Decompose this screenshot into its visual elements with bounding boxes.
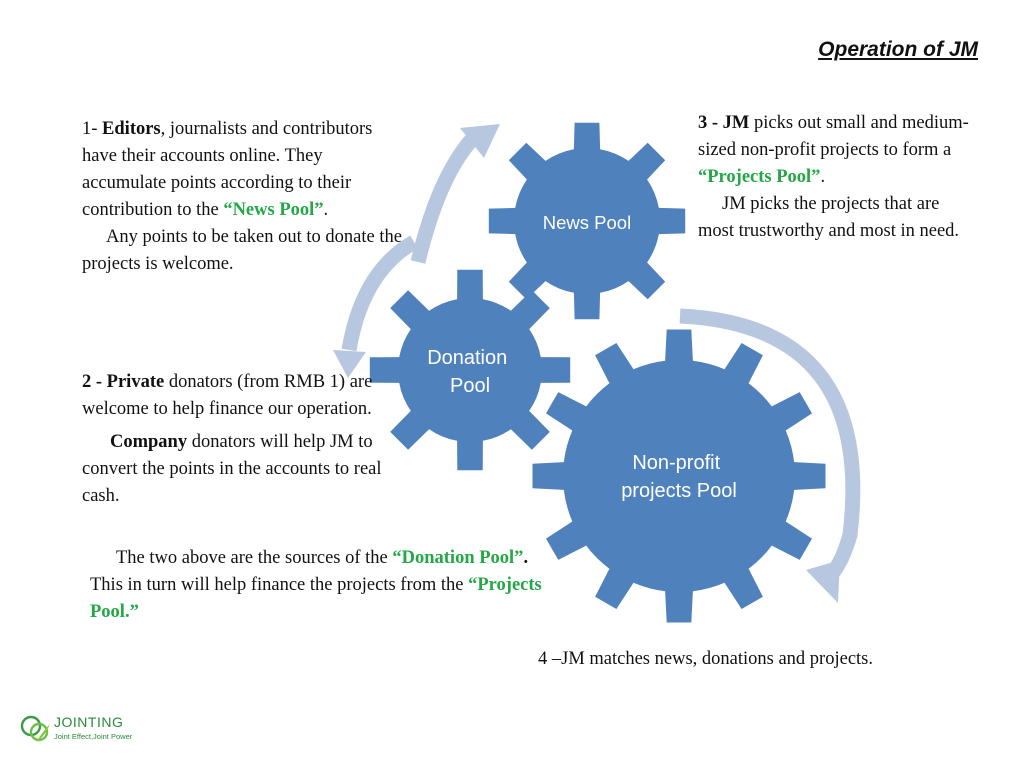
gear-news-shape — [488, 122, 686, 320]
gear-donation-label: Donation Pool — [427, 347, 513, 397]
arrow-news-to-projects-head — [806, 560, 840, 603]
gear-projects-shape — [532, 329, 826, 623]
leaf-logo-icon — [20, 715, 50, 742]
jointing-logo: JOINTING Joint Effect,Joint Power — [18, 710, 158, 750]
paragraph-sources: The two above are the sources of the “Do… — [90, 548, 542, 622]
gear-donation-pool — [369, 269, 571, 471]
arrow-news-to-donation-head — [333, 350, 366, 378]
paragraph-jm-picks: 3 - JM picks out small and medium-sized … — [698, 113, 969, 241]
gear-projects-label: Non-profit projects Pool — [621, 452, 737, 502]
paragraph-editors: 1- Editors, journalists and contributors… — [82, 119, 402, 274]
gear-news-label: News Pool — [543, 212, 631, 233]
arrow-news-to-donation — [341, 235, 418, 352]
gear-projects-pool — [532, 329, 826, 623]
slide-title: Operation of JM — [818, 38, 978, 61]
arrow-donation-to-news — [410, 127, 484, 264]
logo-name: JOINTING — [54, 714, 124, 730]
paragraph-matching: 4 –JM matches news, donations and projec… — [538, 649, 873, 669]
gear-donation-shape — [369, 269, 571, 471]
gear-news-pool — [488, 122, 686, 320]
logo-tagline: Joint Effect,Joint Power — [54, 732, 133, 741]
arrow-donation-to-news-head — [460, 124, 500, 158]
paragraph-donators: 2 - Private donators (from RMB 1) are we… — [82, 372, 382, 506]
